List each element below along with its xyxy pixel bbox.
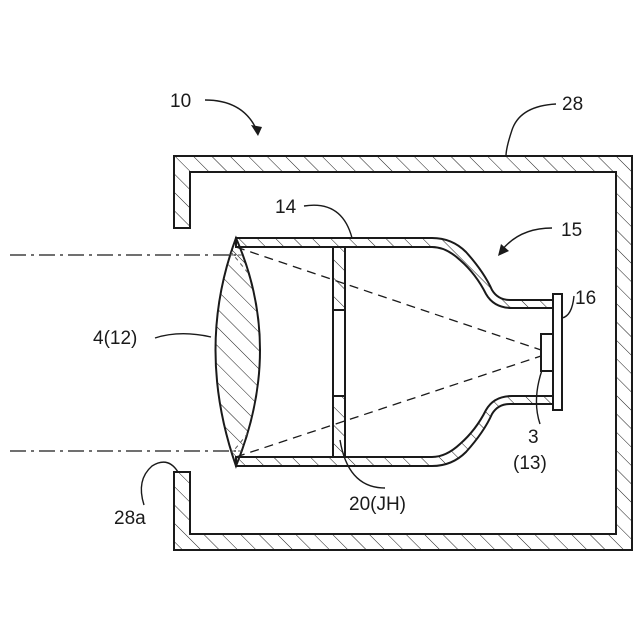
arrowhead-device bbox=[251, 125, 262, 136]
leader-housing bbox=[506, 104, 556, 156]
optical-axis-lines bbox=[10, 255, 236, 451]
barrel-lower-wall bbox=[236, 396, 554, 466]
aperture-plate-middle bbox=[333, 310, 345, 396]
leader-lens bbox=[155, 334, 211, 338]
label-housing-edge: 28a bbox=[114, 508, 146, 529]
label-lens: 4(12) bbox=[93, 328, 137, 349]
image-sensor bbox=[541, 334, 553, 371]
circuit-board bbox=[553, 294, 562, 410]
aperture-plate bbox=[333, 247, 345, 457]
aperture-plate-lower bbox=[333, 396, 345, 457]
label-package: 15 bbox=[561, 220, 582, 241]
barrel-upper-wall bbox=[236, 238, 554, 308]
leader-board bbox=[562, 296, 574, 318]
lens-barrel bbox=[236, 238, 554, 466]
label-board: 16 bbox=[575, 288, 596, 309]
leader-housing-edge bbox=[141, 462, 178, 505]
label-sensor: 3 bbox=[528, 427, 539, 448]
leader-device-arrow bbox=[205, 100, 258, 133]
sensor-chip bbox=[541, 334, 553, 371]
light-rays bbox=[236, 247, 541, 457]
label-aperture: 20(JH) bbox=[349, 494, 406, 515]
label-device: 10 bbox=[170, 91, 191, 112]
lens bbox=[190, 220, 300, 486]
leader-package-arrow bbox=[502, 228, 552, 250]
leader-barrel bbox=[304, 205, 352, 238]
label-sensor-alt: (13) bbox=[513, 453, 547, 474]
lens-body bbox=[216, 238, 261, 466]
board-plate bbox=[553, 294, 562, 410]
arrowhead-package bbox=[498, 244, 509, 256]
label-barrel: 14 bbox=[275, 197, 297, 218]
label-housing: 28 bbox=[562, 94, 583, 115]
aperture-plate-upper bbox=[333, 247, 345, 310]
